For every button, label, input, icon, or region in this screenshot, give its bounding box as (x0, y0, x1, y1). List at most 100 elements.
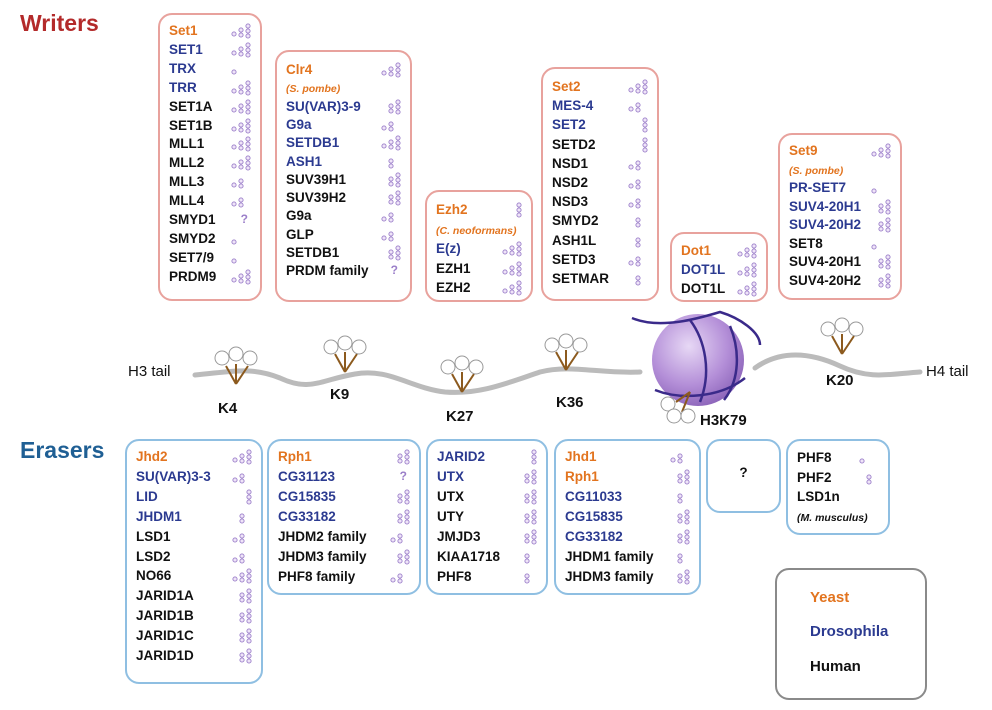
enzyme-name: ASH1 (286, 153, 323, 169)
h3-tail-line (192, 366, 643, 395)
methylation-state-icon (230, 154, 252, 171)
methylation-state-icon (389, 508, 411, 525)
legend-human: Human (810, 658, 861, 675)
writers-title: Writers (20, 10, 99, 36)
h3-tail-label: H3 tail (128, 363, 171, 380)
enzyme-name: SUV4-20H2 (789, 217, 862, 232)
methyl-lollipop-k27 (440, 355, 484, 393)
enzyme-row: NSD3 (552, 192, 651, 211)
enzyme-row: DOT1L (681, 279, 760, 298)
enzyme-name: DOT1L (681, 281, 726, 297)
enzyme-row: PRDM family? (286, 261, 404, 280)
enzyme-name: JHDM3 family (278, 549, 367, 564)
enzyme-name: Jhd2 (136, 449, 168, 464)
enzyme-row: ASH1L (552, 231, 651, 250)
methylation-state-icon (669, 508, 691, 525)
dna-strand (631, 310, 762, 346)
enzyme-name: SETMAR (552, 271, 609, 286)
enzyme-name: PRDM9 (169, 268, 217, 284)
methylation-state-icon (230, 249, 252, 266)
methylation-state-icon (501, 201, 523, 218)
enzyme-row: SETDB1 (286, 243, 404, 262)
unknown-methylation-mark: ? (390, 263, 398, 278)
methylation-state-icon (736, 261, 758, 278)
enzyme-row: CG11033 (565, 487, 693, 506)
methylation-state-icon (231, 528, 253, 545)
enzyme-name: PRDM family (286, 263, 369, 279)
enzyme-name: PHF8 family (278, 569, 356, 584)
enzyme-row: UTX (437, 467, 540, 486)
enzyme-name: E(z) (436, 241, 461, 256)
methylation-state-icon (231, 448, 253, 465)
enzyme-name: Rph1 (278, 449, 312, 464)
methylation-state-icon (380, 189, 402, 206)
enzyme-row: SET1A (169, 97, 254, 116)
enzyme-row: SET8 (789, 234, 894, 253)
methylation-state-icon (870, 235, 892, 252)
methylation-state-icon (627, 174, 649, 191)
enzyme-name: SUV39H1 (286, 171, 347, 187)
enzyme-name: LSD1 (136, 528, 171, 544)
methylation-state-icon (858, 469, 880, 486)
methylation-state-icon (230, 41, 252, 58)
methylation-state-icon (669, 488, 691, 505)
methylation-state-icon (380, 226, 402, 243)
enzyme-row: SU(VAR)3-3 (136, 467, 255, 486)
site-label: H3K79 (700, 412, 747, 429)
h4-tail-label: H4 tail (926, 363, 969, 380)
methylation-state-icon (858, 449, 880, 466)
enzyme-row: ? (708, 463, 779, 482)
methylation-state-icon (231, 508, 253, 525)
site-label: K9 (330, 386, 350, 403)
enzyme-name: TRX (169, 60, 196, 76)
enzyme-name: SET1B (169, 117, 213, 133)
eraser-box-k79: ? (706, 439, 781, 513)
enzyme-name: G9a (286, 116, 312, 132)
methylation-state-icon (516, 568, 538, 585)
methylation-state-icon (380, 61, 402, 78)
enzyme-row: SET2 (552, 115, 651, 134)
methylation-state-icon (501, 260, 523, 277)
enzyme-row: SMYD1? (169, 210, 254, 229)
enzyme-name: JARID1D (136, 648, 194, 663)
enzyme-row: JARID1D (136, 646, 255, 665)
enzyme-name: EZH1 (436, 260, 471, 276)
methylation-state-icon (501, 279, 523, 296)
methylation-state-icon (231, 468, 253, 485)
methylation-state-icon (627, 193, 649, 210)
enzyme-name: SETDB1 (286, 245, 340, 260)
enzyme-row: PHF2 (797, 468, 882, 487)
methylation-state-icon (231, 647, 253, 664)
enzyme-name: LID (136, 488, 158, 504)
dna-strand (654, 377, 746, 398)
methylation-state-icon (380, 244, 402, 261)
enzyme-row: PHF8 family (278, 567, 413, 586)
enzyme-row: EZH2 (436, 278, 525, 297)
enzyme-name: UTY (437, 509, 464, 524)
enzyme-name: JHDM3 family (565, 569, 654, 584)
methylation-state-icon (389, 568, 411, 585)
enzyme-name: SU(VAR)3-3 (136, 468, 211, 484)
enzyme-row: CG15835 (565, 507, 693, 526)
enzyme-row: JHDM3 family (565, 567, 693, 586)
enzyme-row: UTY (437, 507, 540, 526)
methylation-state-icon (627, 155, 649, 172)
dna-strand (688, 319, 708, 403)
methylation-state-icon (389, 488, 411, 505)
methylation-state-icon (230, 117, 252, 134)
methylation-state-icon (231, 587, 253, 604)
enzyme-name: Set9 (789, 143, 818, 158)
methylation-state-icon (669, 448, 691, 465)
enzyme-row: NO66 (136, 566, 255, 585)
enzyme-name: CG33182 (565, 529, 623, 544)
methylation-state-icon (627, 136, 649, 153)
methylation-state-icon (380, 98, 402, 115)
enzyme-name: JHDM1 family (565, 549, 654, 564)
enzyme-name: NSD1 (552, 155, 589, 171)
enzyme-row: EZH1 (436, 259, 525, 278)
enzyme-row: KIAA1718 (437, 547, 540, 566)
